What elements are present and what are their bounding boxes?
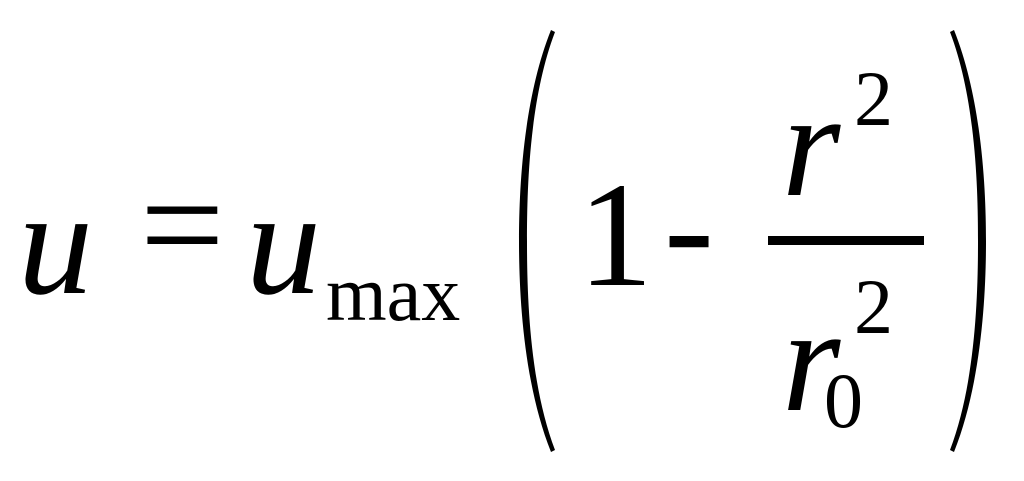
right-parenthesis	[940, 30, 1000, 452]
denominator-variable-r: r	[782, 277, 841, 443]
subscript-max: max	[326, 250, 461, 337]
equals-sign: =	[140, 142, 225, 308]
left-parenthesis	[515, 30, 575, 452]
digit-one: 1	[578, 152, 653, 318]
fraction-bar	[768, 236, 924, 245]
lhs-variable-u: u	[18, 160, 93, 326]
denominator-subscript: 0	[824, 357, 863, 444]
numerator-variable-r: r	[782, 62, 841, 228]
numerator-superscript: 2	[854, 55, 893, 142]
denominator-superscript: 2	[854, 263, 893, 350]
rhs-variable-u: u	[246, 160, 321, 326]
minus-sign: -	[664, 144, 714, 310]
